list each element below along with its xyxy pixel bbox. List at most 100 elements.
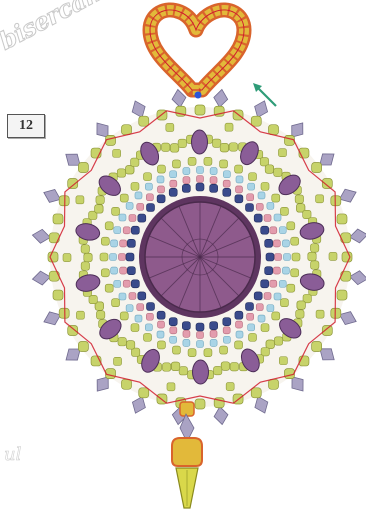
lightblue-bead bbox=[282, 267, 289, 274]
lightblue-bead bbox=[111, 267, 118, 274]
lime-bead bbox=[310, 244, 318, 252]
dangle-cap bbox=[172, 438, 202, 466]
pink-bead bbox=[123, 227, 130, 234]
lime-bead bbox=[274, 168, 282, 176]
lime-bead bbox=[261, 182, 269, 190]
pink-bead bbox=[247, 194, 254, 201]
lime-bead bbox=[235, 165, 243, 173]
lime-bead bbox=[161, 143, 169, 151]
navy-bead bbox=[210, 322, 218, 330]
lime-bead bbox=[272, 312, 280, 320]
lime-bead bbox=[162, 363, 170, 371]
lime-bead bbox=[101, 269, 109, 277]
lightblue-bead bbox=[119, 293, 126, 300]
lightblue-bead bbox=[114, 227, 121, 234]
lightblue-bead bbox=[183, 168, 190, 175]
lime-bead bbox=[122, 379, 132, 389]
lime-bead bbox=[81, 262, 89, 270]
lightblue-bead bbox=[258, 315, 265, 322]
pink-bead bbox=[197, 176, 204, 183]
lightblue-bead bbox=[197, 167, 204, 174]
navy-bead bbox=[266, 253, 274, 261]
pink-bead bbox=[197, 332, 204, 339]
watermark-corner-text: ul bbox=[4, 444, 21, 465]
lime-bead bbox=[230, 363, 238, 371]
lime-bead bbox=[171, 362, 179, 370]
navy-bead bbox=[169, 188, 177, 196]
navy-bead bbox=[127, 267, 135, 275]
dangle-connector bbox=[180, 402, 194, 416]
lightblue-bead bbox=[223, 336, 230, 343]
pink-bead bbox=[146, 194, 153, 201]
pink-bead bbox=[119, 254, 126, 261]
pink-bead bbox=[123, 280, 130, 287]
lime-bead bbox=[100, 253, 108, 261]
lime-bead bbox=[76, 311, 84, 319]
lime-bead bbox=[118, 337, 126, 345]
lime-bead bbox=[225, 123, 233, 131]
bicone-bead bbox=[32, 228, 52, 244]
lightblue-bead bbox=[236, 176, 243, 183]
lightblue-bead bbox=[267, 202, 274, 209]
pink-bead bbox=[236, 321, 243, 328]
lime-bead bbox=[131, 182, 139, 190]
lightblue-bead bbox=[223, 171, 230, 178]
lime-bead bbox=[221, 362, 229, 370]
lime-bead bbox=[329, 252, 337, 260]
navy-bead bbox=[261, 226, 269, 234]
lightblue-bead bbox=[111, 240, 118, 247]
pink-bead bbox=[129, 293, 136, 300]
lightblue-bead bbox=[274, 214, 281, 221]
lime-bead bbox=[312, 341, 322, 351]
step-number-badge: 12 bbox=[7, 114, 45, 138]
lime-bead bbox=[172, 160, 180, 168]
lime-bead bbox=[235, 341, 243, 349]
lime-bead bbox=[316, 310, 324, 318]
lime-bead bbox=[195, 399, 205, 409]
lime-bead bbox=[251, 388, 261, 398]
pink-bead bbox=[137, 304, 144, 311]
purple-oval-bead bbox=[191, 130, 207, 154]
pink-bead bbox=[256, 304, 263, 311]
lime-bead bbox=[342, 252, 352, 262]
lime-bead bbox=[113, 149, 121, 157]
navy-bead bbox=[131, 226, 139, 234]
lightblue-bead bbox=[279, 280, 286, 287]
lime-bead bbox=[274, 337, 282, 345]
lightblue-bead bbox=[170, 171, 177, 178]
lightblue-bead bbox=[114, 280, 121, 287]
lightblue-bead bbox=[145, 324, 152, 331]
lime-bead bbox=[106, 135, 116, 145]
navy-bead bbox=[147, 204, 155, 212]
navy-bead bbox=[223, 188, 231, 196]
lime-bead bbox=[53, 290, 63, 300]
lightblue-bead bbox=[183, 339, 190, 346]
navy-bead bbox=[235, 195, 243, 203]
pink-bead bbox=[137, 203, 144, 210]
lime-bead bbox=[78, 341, 88, 351]
lime-bead bbox=[204, 349, 212, 357]
pink-bead bbox=[273, 240, 280, 247]
lime-bead bbox=[337, 214, 347, 224]
purple-oval-bead bbox=[192, 360, 208, 384]
lime-bead bbox=[272, 194, 280, 202]
navy-bead bbox=[265, 267, 273, 275]
lightblue-bead bbox=[145, 183, 152, 190]
lime-bead bbox=[167, 383, 175, 391]
navy-bead bbox=[261, 280, 269, 288]
navy-bead bbox=[182, 184, 190, 192]
lime-bead bbox=[291, 237, 299, 245]
navy-bead bbox=[235, 311, 243, 319]
navy-bead bbox=[245, 204, 253, 212]
lime-bead bbox=[101, 237, 109, 245]
lime-bead bbox=[166, 123, 174, 131]
lightblue-bead bbox=[248, 183, 255, 190]
bicone-bead bbox=[349, 270, 366, 286]
lime-bead bbox=[96, 196, 104, 204]
lime-bead bbox=[188, 157, 196, 165]
pink-bead bbox=[264, 293, 271, 300]
pink-bead bbox=[273, 267, 280, 274]
lightblue-bead bbox=[170, 336, 177, 343]
lime-bead bbox=[251, 116, 261, 126]
